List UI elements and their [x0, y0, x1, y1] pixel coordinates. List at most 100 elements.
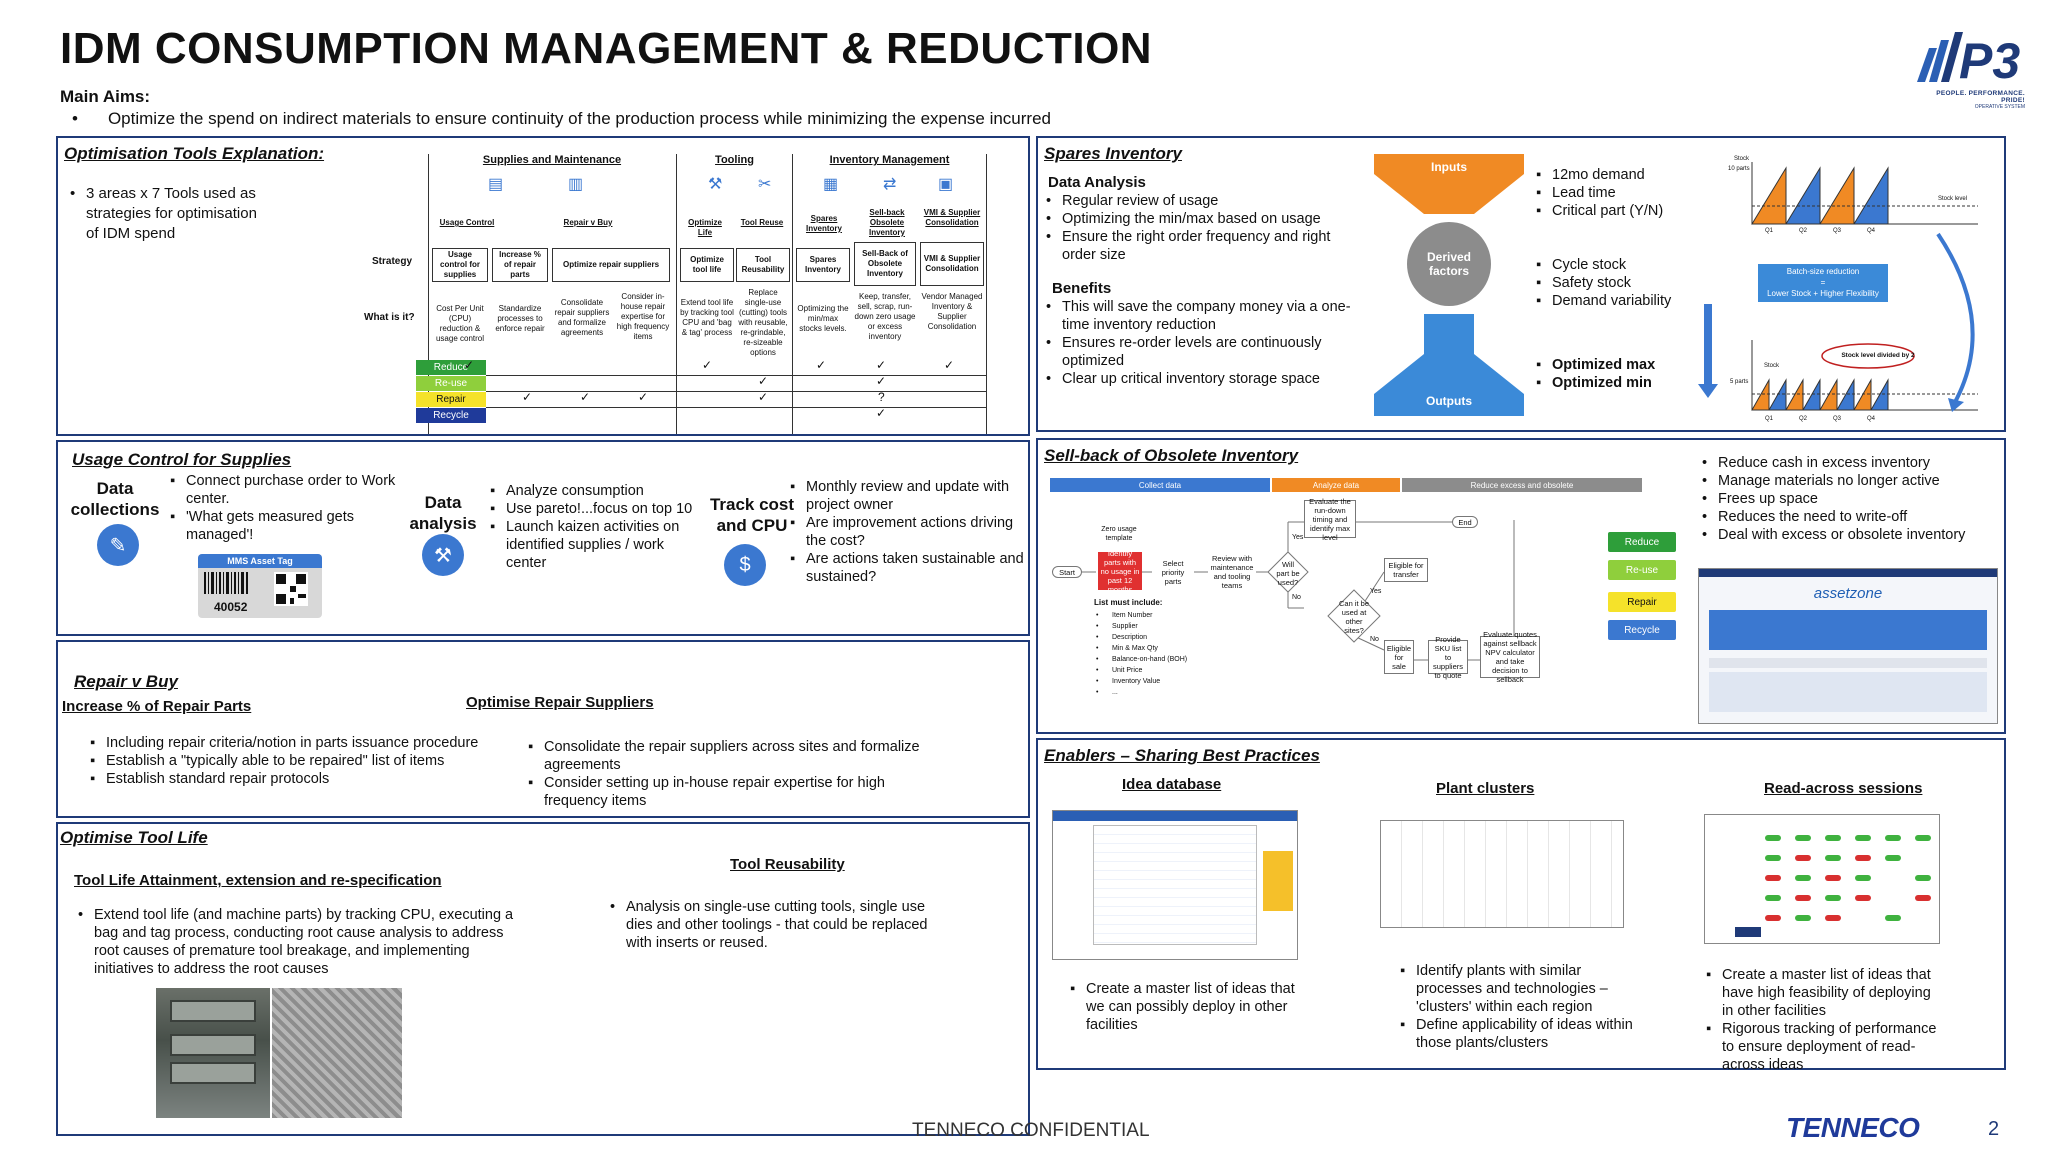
strategy-cell: Optimize tool life	[680, 248, 734, 282]
list-item: Unit Price	[1094, 665, 1214, 676]
read-across-title: Read-across sessions	[1764, 780, 1923, 797]
flow-eligible-transfer: Eligible for transfer	[1384, 558, 1428, 582]
check-mark: ✓	[638, 390, 649, 404]
plant-clusters-title: Plant clusters	[1436, 780, 1535, 797]
lever-repair: Repair	[416, 392, 486, 407]
benefits-label: Benefits	[1052, 280, 1112, 297]
list-item: Lead time	[1534, 184, 1734, 202]
list-item: Regular review of usage	[1044, 192, 1354, 210]
pill-reduce: Reduce	[1608, 532, 1676, 552]
list-item: Create a master list of ideas that we ca…	[1068, 980, 1308, 1034]
label-yes-2: Yes	[1370, 588, 1382, 595]
wrench-icon: ✂	[758, 176, 772, 193]
what-cell: Cost Per Unit (CPU) reduction & usage co…	[435, 304, 485, 343]
enablers-heading: Enablers – Sharing Best Practices	[1044, 746, 1320, 765]
supplies-icon: ▤	[488, 176, 504, 193]
quarter-label: Q4	[1866, 228, 1875, 234]
quarter-label: Q3	[1832, 416, 1841, 422]
optimisation-tools-panel: Optimisation Tools Explanation: 3 areas …	[56, 136, 1030, 436]
group-tooling: Tooling	[715, 154, 754, 166]
flow-connectors	[1082, 520, 1515, 661]
flow-review: Review with maintenance and tooling team…	[1208, 554, 1256, 590]
question-mark: ?	[878, 390, 885, 404]
what-cell: Vendor Managed Inventory & Supplier Cons…	[921, 292, 983, 331]
batch-flex: Lower Stock + Higher Flexibility	[1767, 289, 1879, 298]
strategy-cell: Spares Inventory	[796, 248, 850, 282]
list-item: Extend tool life (and machine parts) by …	[76, 906, 520, 978]
ten-parts-label: 10 parts	[1728, 166, 1750, 172]
sub-sellback: Sell-back Obsolete Inventory	[868, 208, 905, 237]
p3-logo: P3 PEOPLE. PERFORMANCE. PRIDE! OPERATIVE…	[1915, 30, 2025, 110]
what-cell: Optimizing the min/max stocks levels.	[797, 304, 849, 333]
enablers-panel: Enablers – Sharing Best Practices Idea d…	[1036, 738, 2006, 1073]
quarter-label: Q2	[1798, 228, 1807, 234]
flow-select: Select priority parts	[1152, 559, 1194, 586]
list-item: Reduce cash in excess inventory	[1700, 454, 2000, 472]
list-item: Clear up critical inventory storage spac…	[1044, 370, 1354, 388]
logo-sub: OPERATIVE SYSTEM	[1974, 104, 2025, 110]
pill-recycle: Recycle	[1608, 620, 1676, 640]
sellback-panel: Sell-back of Obsolete Inventory Collect …	[1036, 438, 2006, 734]
quarter-label: Q1	[1764, 228, 1773, 234]
funnel-outputs: Outputs	[1426, 394, 1472, 408]
what-cell: Replace single-use (cutting) tools with …	[738, 288, 788, 357]
strategy-cell: Increase % of repair parts	[492, 248, 548, 282]
list-item: Supplier	[1094, 621, 1214, 632]
check-mark: ✓	[816, 358, 827, 372]
quarter-label: Q1	[1764, 416, 1773, 422]
list-item: Establish standard repair protocols	[88, 770, 488, 788]
outputs-list: Optimized max Optimized min	[1534, 356, 1734, 392]
strategy-cell: Sell-Back of Obsolete Inventory	[854, 242, 916, 286]
tool-life-list-2: Analysis on single-use cutting tools, si…	[608, 898, 948, 952]
check-mark: ✓	[944, 358, 955, 372]
list-item: Monthly review and update with project o…	[788, 478, 1028, 514]
repair-sub2: Optimise Repair Suppliers	[466, 694, 654, 711]
tool-icon: ⚒	[708, 176, 723, 193]
opt-tools-bullets: 3 areas x 7 Tools used as strategies for…	[68, 184, 258, 244]
list-item: Optimized max	[1534, 356, 1734, 374]
quarter-axis-bottom: Q1 Q2 Q3 Q4	[1752, 416, 1888, 422]
read-across-list: Create a master list of ideas that have …	[1704, 966, 1944, 1074]
list-item: ...	[1094, 687, 1214, 698]
flow-will-used: Will part be used?	[1276, 559, 1300, 587]
list-item: Optimizing the min/max based on usage	[1044, 210, 1354, 228]
list-item: Min & Max Qty	[1094, 643, 1214, 654]
read-across-screenshot	[1704, 814, 1940, 944]
what-cell: Keep, transfer, sell, scrap, run-down ze…	[854, 292, 916, 341]
plant-clusters-screenshot	[1380, 820, 1624, 928]
list-item: Are improvement actions driving the cost…	[788, 514, 1028, 550]
tool-life-panel: Optimise Tool Life Tool Life Attainment,…	[56, 822, 1030, 1136]
list-item: Reduces the need to write-off	[1700, 508, 2000, 526]
batch-eq: =	[1820, 278, 1826, 287]
main-aims-label: Main Aims:	[60, 87, 151, 106]
derived-list: Cycle stock Safety stock Demand variabil…	[1534, 256, 1734, 310]
list-item: 'What gets measured gets managed'!	[168, 508, 408, 544]
row-what-label: What is it?	[364, 312, 415, 323]
strategy-cell: Usage control for supplies	[432, 248, 488, 282]
asset-tag-title: MMS Asset Tag	[198, 554, 322, 568]
list-item: Manage materials no longer active	[1700, 472, 2000, 490]
list-item: 12mo demand	[1534, 166, 1734, 184]
flow-provide-sku: Provide SKU list to suppliers to quote	[1428, 635, 1468, 680]
sub-spares-inventory: Spares Inventory	[805, 214, 842, 233]
tool-tray-photo	[272, 988, 402, 1118]
list-must-items: Item Number Supplier Description Min & M…	[1094, 610, 1214, 698]
sub-tool-reuse: Tool Reuse	[740, 218, 784, 227]
list-item: Use pareto!...focus on top 10	[488, 500, 703, 518]
page-title: IDM CONSUMPTION MANAGEMENT & REDUCTION	[60, 24, 1153, 73]
group-supplies-maintenance: Supplies and Maintenance	[482, 154, 622, 166]
spares-inventory-panel: Spares Inventory Data Analysis Regular r…	[1036, 136, 2006, 432]
flow-can-used: Can it be used at other sites?	[1338, 599, 1370, 635]
assetzone-logo: assetzone	[1813, 585, 1883, 602]
flow-eligible-sale: Eligible for sale	[1384, 640, 1414, 674]
list-item: This will save the company money via a o…	[1044, 298, 1354, 334]
assetzone-screenshot: assetzone	[1698, 568, 1998, 724]
list-item: Item Number	[1094, 610, 1214, 621]
repair-sub1: Increase % of Repair Parts	[62, 698, 252, 715]
tenneco-logo: TENNECO	[1786, 1112, 1920, 1143]
tool-life-heading: Optimise Tool Life	[60, 828, 208, 847]
list-item: Balance-on-hand (BOH)	[1094, 654, 1214, 665]
map-icon: ▥	[568, 176, 584, 193]
what-cell: Extend tool life by tracking tool CPU an…	[680, 298, 734, 337]
divided-label: Stock level divided by 2	[1841, 352, 1915, 359]
